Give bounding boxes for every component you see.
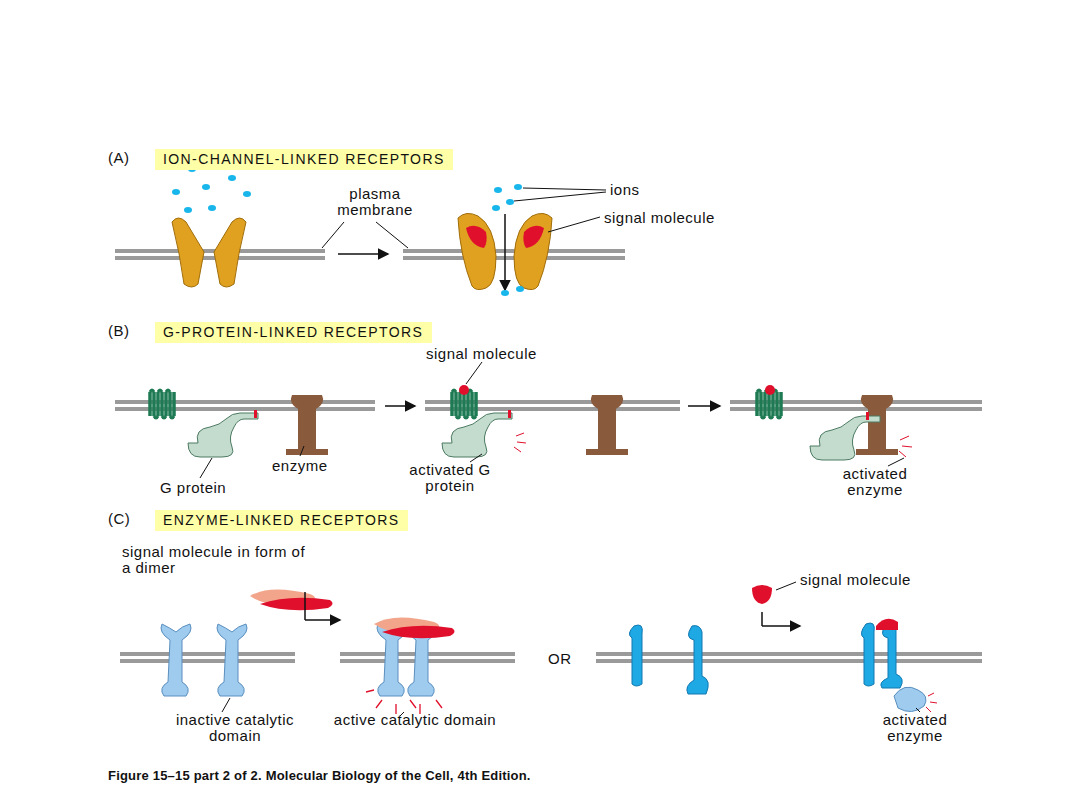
signal-label: signal molecule: [426, 346, 537, 362]
section-heading: ION-CHANNEL-LINKED RECEPTORS: [163, 151, 445, 168]
signal-label: signal molecule in form of a dimer: [122, 544, 312, 576]
section-heading: ENZYME-LINKED RECEPTORS: [163, 512, 400, 529]
membrane-label: plasma membrane: [320, 186, 430, 218]
protein-label: activated G protein: [405, 462, 495, 494]
section-heading: G-PROTEIN-LINKED RECEPTORS: [163, 324, 424, 341]
panel-letter: (A): [108, 150, 130, 166]
signal-label: signal molecule: [604, 210, 715, 226]
ions-label: ions: [610, 182, 640, 198]
figure-caption: Figure 15–15 part 2 of 2. Molecular Biol…: [108, 768, 531, 783]
domain-label: inactive catalytic domain: [150, 712, 320, 744]
section-heading-band: G-PROTEIN-LINKED RECEPTORS: [155, 322, 432, 343]
domain-label: active catalytic domain: [330, 712, 500, 728]
enzyme-label: activated enzyme: [870, 712, 960, 744]
protein-label: G protein: [160, 480, 226, 496]
enzyme-label: activated enzyme: [830, 466, 920, 498]
panel-letter: (C): [108, 511, 130, 527]
or-label: OR: [548, 651, 572, 667]
signal-label: signal molecule: [800, 572, 911, 588]
enzyme-label: enzyme: [272, 458, 328, 474]
panel-letter: (B): [108, 323, 130, 339]
section-heading-band: ENZYME-LINKED RECEPTORS: [155, 510, 408, 531]
section-heading-band: ION-CHANNEL-LINKED RECEPTORS: [155, 149, 453, 170]
